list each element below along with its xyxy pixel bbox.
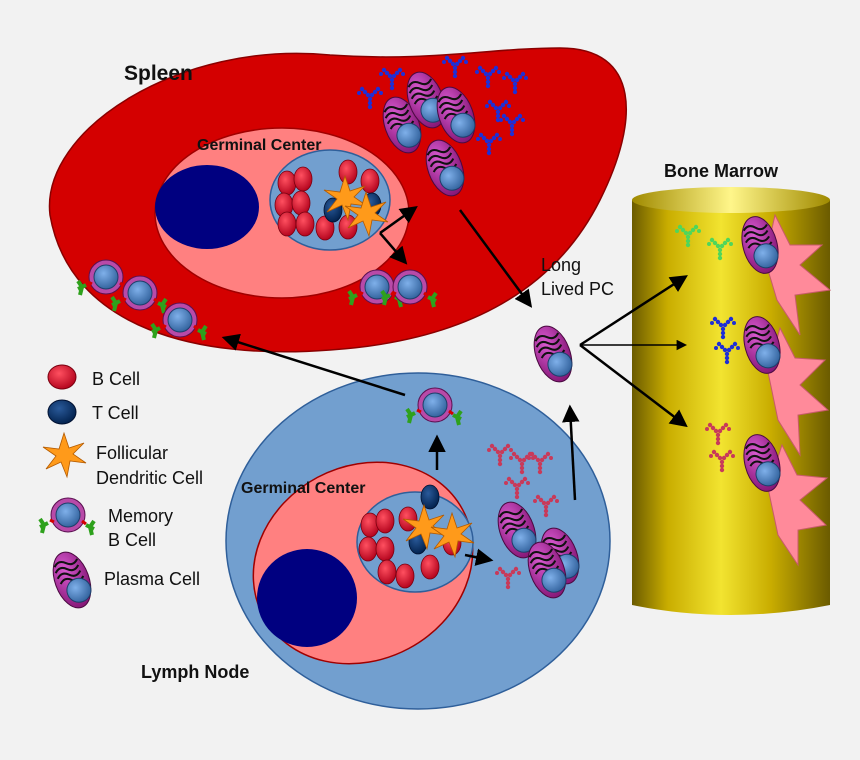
lymph-nucleus-region xyxy=(257,549,357,647)
legend-fdc-label-2: Dendritic Cell xyxy=(96,468,203,488)
long-lived-pc-label-1: Long xyxy=(541,255,581,275)
legend-memory-label-1: Memory xyxy=(108,506,173,526)
legend xyxy=(38,364,99,615)
bone-marrow-label: Bone Marrow xyxy=(664,161,779,181)
bone-marrow-organ xyxy=(632,187,832,615)
legend-fdc-label-1: Follicular xyxy=(96,443,168,463)
legend-plasma-label: Plasma Cell xyxy=(104,569,200,589)
spleen-label: Spleen xyxy=(124,62,193,85)
spleen-gc-label: Germinal Center xyxy=(197,137,321,154)
legend-b-cell-label: B Cell xyxy=(92,369,140,389)
legend-memory-swatch xyxy=(38,496,96,537)
legend-fdc-swatch xyxy=(42,432,87,478)
lymph-gc-label: Germinal Center xyxy=(241,480,365,497)
long-lived-pc-label-2: Lived PC xyxy=(541,279,614,299)
spleen-organ xyxy=(48,47,627,353)
legend-b-cell-swatch xyxy=(47,364,77,390)
lymph-node-organ xyxy=(225,372,611,710)
lymph-node-label: Lymph Node xyxy=(141,662,249,682)
legend-plasma-swatch xyxy=(45,545,99,615)
long-lived-plasma-cell xyxy=(526,319,580,389)
legend-memory-label-2: B Cell xyxy=(108,530,156,550)
legend-t-cell-swatch xyxy=(47,399,77,425)
flow-arrows xyxy=(221,205,688,566)
spleen-nucleus-region xyxy=(155,165,259,249)
legend-t-cell-label: T Cell xyxy=(92,403,139,423)
